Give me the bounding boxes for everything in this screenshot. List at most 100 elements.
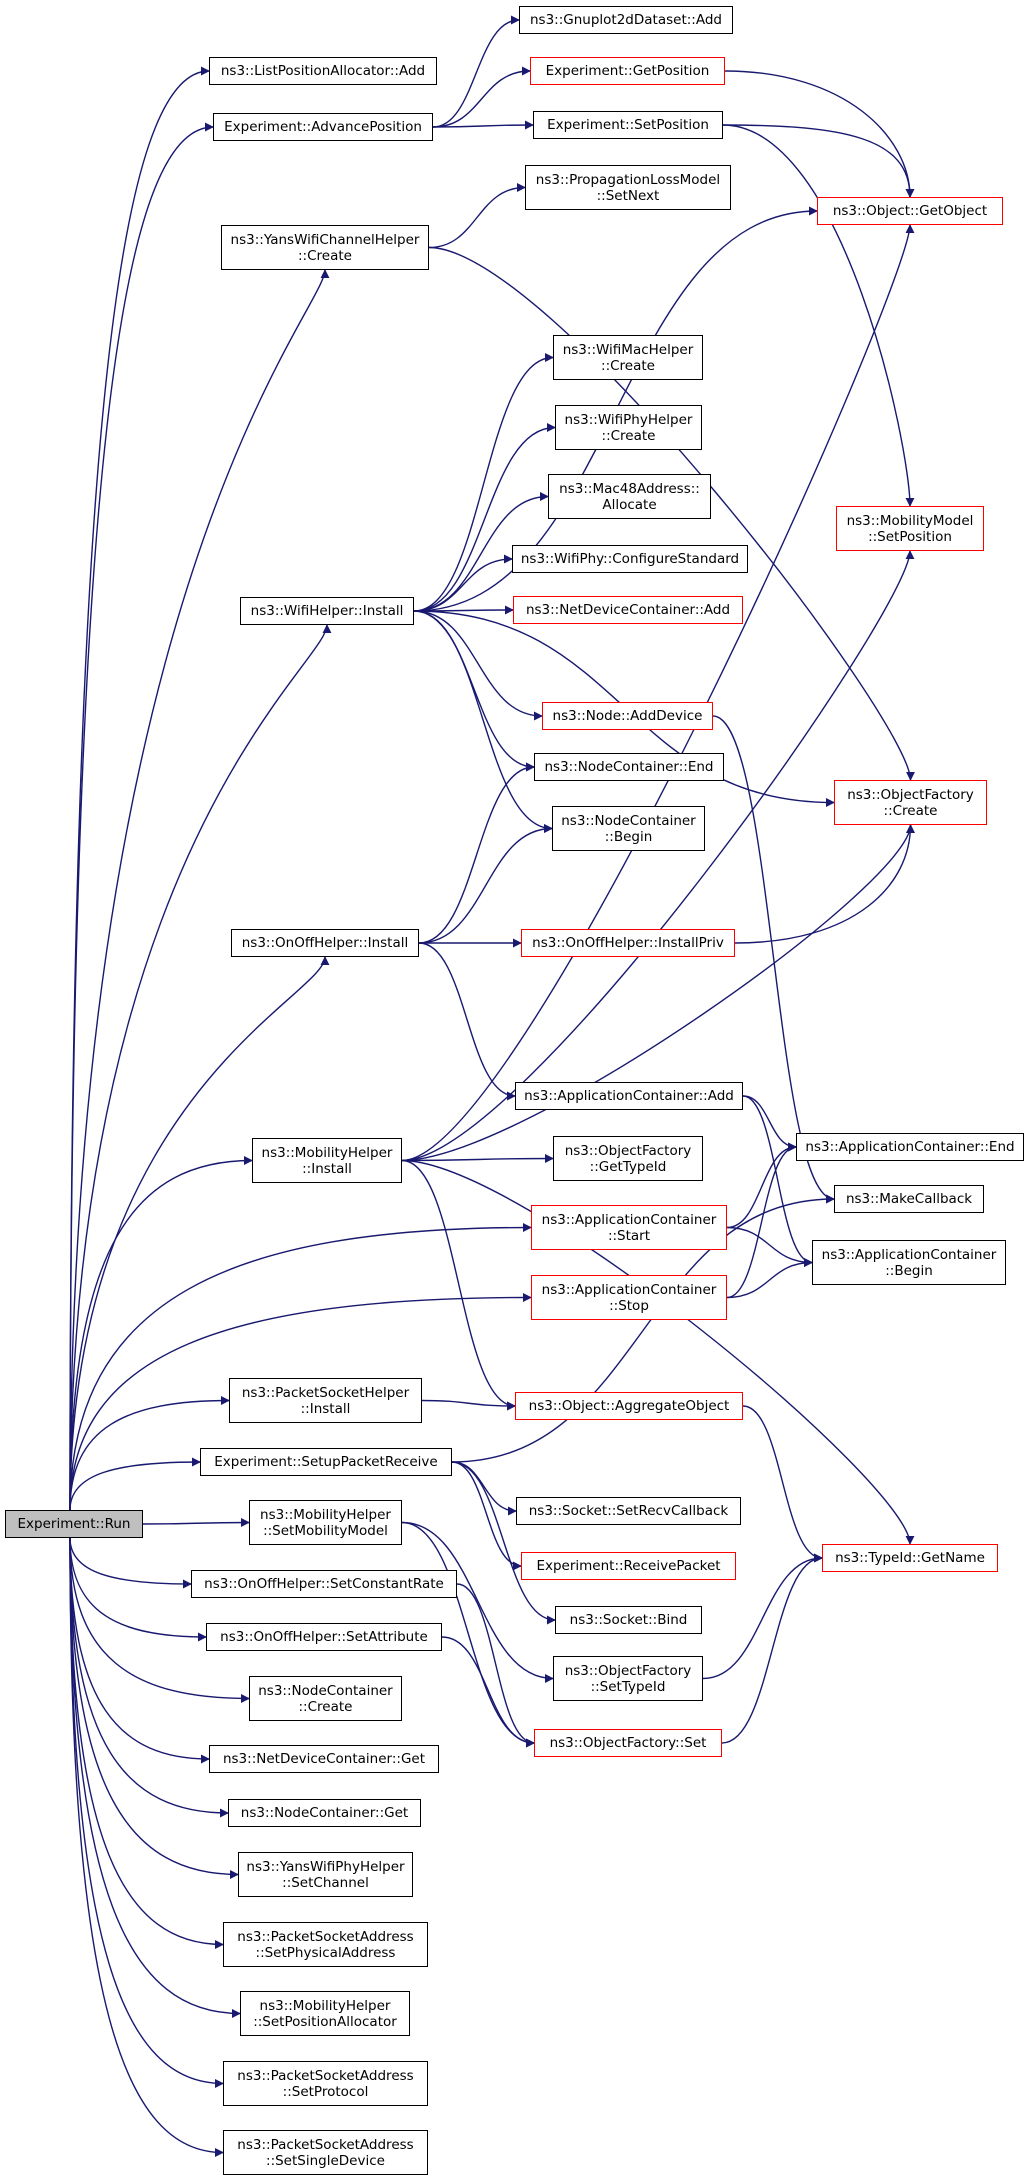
- node-wifi-mac-helper-create[interactable]: ns3::WifiMacHelper ::Create: [553, 335, 703, 380]
- call-edge-run-to-netdevcontainer_get: [69, 1537, 210, 1764]
- node-experiment-receive-packet[interactable]: Experiment::ReceivePacket: [521, 1552, 736, 1580]
- node-socket-set-recv-callback[interactable]: ns3::Socket::SetRecvCallback: [516, 1497, 741, 1525]
- call-edge-advancepos-to-gnuplot_add: [432, 15, 520, 128]
- call-edge-setuppacketreceive-to-makecallback: [451, 1194, 835, 1463]
- call-edge-run-to-onoff_install: [69, 956, 330, 1511]
- call-edge-wifihelper_install-to-nodecontainer_begin: [413, 610, 553, 833]
- node-object-aggregate-object[interactable]: ns3::Object::AggregateObject: [515, 1392, 743, 1420]
- node-wifi-phy-configure-standard[interactable]: ns3::WifiPhy::ConfigureStandard: [512, 545, 748, 573]
- call-edge-run-to-mobilityhelper_setmobilitymodel: [142, 1518, 250, 1528]
- node-experiment-run: Experiment::Run: [5, 1510, 143, 1538]
- node-onoff-helper-set-attribute[interactable]: ns3::OnOffHelper::SetAttribute: [206, 1623, 442, 1651]
- node-node-container-begin[interactable]: ns3::NodeContainer ::Begin: [552, 806, 705, 851]
- call-edge-run-to-yans_channel_create: [69, 269, 330, 1511]
- call-edge-mobilityhelper_install-to-mobilitymodel_setposition: [401, 550, 915, 1162]
- node-mobility-model-set-position[interactable]: ns3::MobilityModel ::SetPosition: [836, 506, 984, 551]
- call-edge-mobilityhelper_install-to-typeid_getname: [401, 1159, 915, 1545]
- node-packet-socket-address-set-physical-address[interactable]: ns3::PacketSocketAddress ::SetPhysicalAd…: [223, 1922, 428, 1967]
- node-application-container-start[interactable]: ns3::ApplicationContainer ::Start: [531, 1205, 727, 1250]
- call-edge-onoff_setconstantrate-to-objectfactory_set: [456, 1583, 535, 1748]
- node-type-id-get-name[interactable]: ns3::TypeId::GetName: [822, 1544, 998, 1572]
- call-edge-mobilityhelper_setmobilitymodel-to-objectfactory_settypeid: [401, 1521, 554, 1683]
- node-onoff-helper-install-priv[interactable]: ns3::OnOffHelper::InstallPriv: [521, 929, 735, 957]
- call-edge-run-to-yansphy_setchannel: [69, 1537, 239, 1879]
- node-application-container-stop[interactable]: ns3::ApplicationContainer ::Stop: [531, 1275, 727, 1320]
- call-edge-mobilityhelper_install-to-objectfactory_create: [401, 824, 915, 1162]
- node-node-container-end[interactable]: ns3::NodeContainer::End: [534, 753, 724, 781]
- node-packet-socket-address-set-protocol[interactable]: ns3::PacketSocketAddress ::SetProtocol: [223, 2061, 428, 2106]
- node-packet-socket-address-set-single-device[interactable]: ns3::PacketSocketAddress ::SetSingleDevi…: [223, 2130, 428, 2175]
- node-object-get-object[interactable]: ns3::Object::GetObject: [817, 197, 1003, 225]
- call-edge-run-to-wifihelper_install: [69, 624, 332, 1511]
- call-edge-run-to-onoff_setattribute: [69, 1537, 207, 1642]
- call-edge-setposition-to-object_getobject: [722, 124, 915, 198]
- node-application-container-add[interactable]: ns3::ApplicationContainer::Add: [515, 1082, 743, 1110]
- call-edge-yans_channel_create-to-objectfactory_create: [428, 246, 915, 781]
- node-object-factory-create[interactable]: ns3::ObjectFactory ::Create: [834, 780, 987, 825]
- node-gnuplot2d-dataset-add[interactable]: ns3::Gnuplot2dDataset::Add: [519, 6, 733, 34]
- call-edge-setuppacketreceive-to-socket_bind: [451, 1461, 556, 1625]
- node-object-factory-set-type-id[interactable]: ns3::ObjectFactory ::SetTypeId: [553, 1656, 703, 1701]
- call-edge-node_adddevice-to-makecallback: [712, 715, 835, 1204]
- node-experiment-setup-packet-receive[interactable]: Experiment::SetupPacketReceive: [200, 1448, 452, 1476]
- call-edge-onoff_install-to-nodecontainer_begin: [418, 824, 553, 944]
- call-edge-appcontainer_start-to-appcontainer_end: [726, 1142, 797, 1229]
- node-node-container-create[interactable]: ns3::NodeContainer ::Create: [249, 1676, 402, 1721]
- call-edge-wifihelper_install-to-wifiphy_create: [413, 423, 556, 612]
- node-net-device-container-get[interactable]: ns3::NetDeviceContainer::Get: [209, 1745, 439, 1773]
- call-edge-mobilityhelper_install-to-objectfactory_gettypeid: [401, 1154, 554, 1164]
- call-edge-run-to-packetsockethelper_install: [69, 1396, 230, 1511]
- node-wifi-helper-install[interactable]: ns3::WifiHelper::Install: [240, 597, 414, 625]
- node-yans-wifi-channel-helper-create[interactable]: ns3::YansWifiChannelHelper ::Create: [221, 225, 429, 270]
- node-experiment-advance-position[interactable]: Experiment::AdvancePosition: [213, 113, 433, 141]
- node-onoff-helper-set-constant-rate[interactable]: ns3::OnOffHelper::SetConstantRate: [191, 1570, 457, 1598]
- call-edge-wifihelper_install-to-wifimac_create: [413, 353, 554, 612]
- call-edge-mobilityhelper_install-to-object_aggregateobject: [401, 1159, 516, 1411]
- node-mac48-address-allocate[interactable]: ns3::Mac48Address:: Allocate: [548, 474, 711, 519]
- call-edge-packetsockethelper_install-to-object_aggregateobject: [421, 1399, 516, 1411]
- node-make-callback[interactable]: ns3::MakeCallback: [834, 1185, 984, 1213]
- node-experiment-set-position[interactable]: Experiment::SetPosition: [533, 111, 723, 139]
- node-socket-bind[interactable]: ns3::Socket::Bind: [555, 1606, 702, 1634]
- node-mobility-helper-set-position-allocator[interactable]: ns3::MobilityHelper ::SetPositionAllocat…: [240, 1991, 410, 2036]
- node-propagation-loss-model-set-next[interactable]: ns3::PropagationLossModel ::SetNext: [525, 165, 731, 210]
- call-edge-advancepos-to-getposition: [432, 66, 531, 128]
- node-wifi-phy-helper-create[interactable]: ns3::WifiPhyHelper ::Create: [555, 405, 702, 450]
- call-edge-objectfactory_set-to-typeid_getname: [721, 1553, 823, 1744]
- call-edge-run-to-psaddr_setsingledevice: [69, 1537, 224, 2157]
- node-object-factory-set[interactable]: ns3::ObjectFactory::Set: [534, 1729, 722, 1757]
- node-yans-wifi-phy-helper-set-channel[interactable]: ns3::YansWifiPhyHelper ::SetChannel: [238, 1852, 413, 1897]
- call-edge-yans_channel_create-to-proploss_setnext: [428, 183, 526, 249]
- call-edge-run-to-nodecontainer_create: [69, 1537, 250, 1703]
- node-packet-socket-helper-install[interactable]: ns3::PacketSocketHelper ::Install: [229, 1378, 422, 1423]
- call-edge-advancepos-to-setposition: [432, 120, 534, 130]
- call-edge-run-to-onoff_setconstantrate: [69, 1537, 192, 1589]
- node-application-container-end[interactable]: ns3::ApplicationContainer::End: [796, 1133, 1024, 1161]
- node-node-container-get[interactable]: ns3::NodeContainer::Get: [228, 1799, 421, 1827]
- call-edge-onoff_installpriv-to-objectfactory_create: [734, 824, 915, 944]
- call-edge-objectfactory_settypeid-to-typeid_getname: [702, 1553, 823, 1680]
- call-edge-wifihelper_install-to-wifiphy_configurestandard: [413, 554, 513, 612]
- node-experiment-get-position[interactable]: Experiment::GetPosition: [530, 57, 725, 85]
- node-node-add-device[interactable]: ns3::Node::AddDevice: [542, 702, 713, 730]
- call-edge-wifihelper_install-to-node_adddevice: [413, 610, 543, 721]
- node-object-factory-get-type-id[interactable]: ns3::ObjectFactory ::GetTypeId: [553, 1136, 703, 1181]
- call-edge-setposition-to-mobilitymodel_setposition: [722, 124, 915, 507]
- call-edge-onoff_setattribute-to-objectfactory_set: [441, 1636, 535, 1748]
- call-edge-run-to-appcontainer_stop: [69, 1293, 532, 1511]
- node-application-container-begin[interactable]: ns3::ApplicationContainer ::Begin: [812, 1240, 1006, 1285]
- call-edge-appcontainer_start-to-appcontainer_begin: [726, 1226, 813, 1267]
- call-edge-run-to-setuppacketreceive: [69, 1457, 201, 1511]
- node-list-position-allocator-add[interactable]: ns3::ListPositionAllocator::Add: [209, 57, 437, 85]
- node-mobility-helper-install[interactable]: ns3::MobilityHelper ::Install: [252, 1138, 402, 1183]
- call-edge-run-to-advancepos: [69, 122, 214, 1511]
- node-mobility-helper-set-mobility-model[interactable]: ns3::MobilityHelper ::SetMobilityModel: [249, 1500, 402, 1545]
- call-edge-object_aggregateobject-to-typeid_getname: [742, 1405, 823, 1563]
- node-onoff-helper-install[interactable]: ns3::OnOffHelper::Install: [231, 929, 419, 957]
- call-edge-run-to-nodecontainer_get: [69, 1537, 229, 1818]
- call-edge-onoff_install-to-appcontainer_add: [418, 942, 516, 1101]
- call-edge-run-to-mobilityhelper_setpositionallocator: [69, 1537, 241, 2018]
- node-net-device-container-add[interactable]: ns3::NetDeviceContainer::Add: [513, 596, 743, 624]
